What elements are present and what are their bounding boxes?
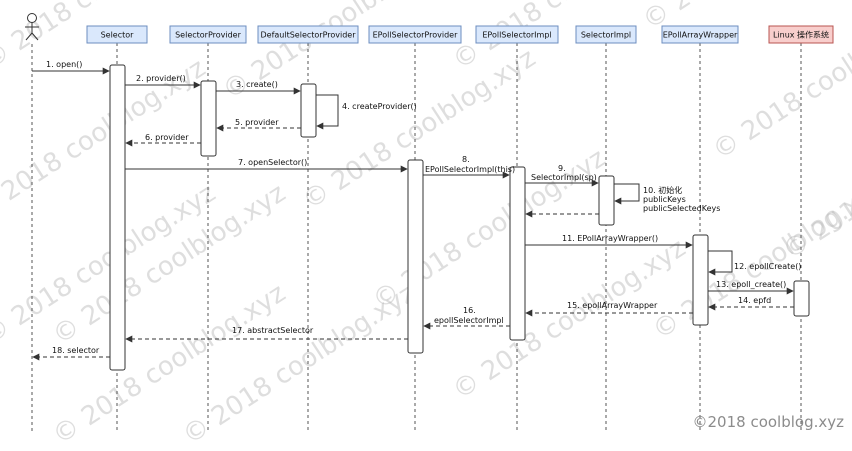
- message-label-10: 10. 初始化: [643, 185, 682, 195]
- message-arrow-4: [316, 94, 339, 130]
- message-label-10-line2: publicKeys: [643, 195, 686, 204]
- participant-selector-provider: SelectorProvider: [169, 25, 247, 44]
- participant-epoll-selector-impl: EPollSelectorImpl: [475, 25, 559, 44]
- messages: [32, 67, 794, 361]
- message-label-4: 4. createProvider(): [342, 102, 417, 111]
- participant-label: Selector: [101, 31, 135, 40]
- participant-selector: Selector: [86, 25, 148, 44]
- message-labels: 1. open() 2. provider() 3. create() 4. c…: [46, 60, 801, 355]
- participant-label: EPollSelectorImpl: [482, 31, 551, 40]
- message-label-16: 16.: [463, 306, 476, 315]
- watermark-text: © 2018 coolblog.xyz: [217, 0, 461, 106]
- message-label-7: 7. openSelector(): [238, 158, 307, 167]
- message-label-8: 8.: [462, 155, 470, 164]
- participant-label: SelectorProvider: [175, 31, 242, 40]
- activation-default-selector-provider: [300, 83, 317, 138]
- participant-selector-impl: SelectorImpl: [575, 25, 637, 44]
- message-label-11: 11. EPollArrayWrapper(): [562, 234, 658, 243]
- message-label-2: 2. provider(): [136, 74, 186, 83]
- activation-epoll-selector-provider: [407, 159, 424, 354]
- message-label-3: 3. create(): [236, 80, 278, 89]
- message-label-13: 13. epoll_create(): [716, 280, 786, 289]
- activation-epoll-selector-impl: [509, 166, 526, 341]
- activation-selector-impl: [598, 175, 615, 226]
- participant-headers: Selector SelectorProvider DefaultSelecto…: [86, 25, 834, 44]
- participant-epoll-selector-provider: EPollSelectorProvider: [368, 25, 462, 44]
- activation-linux: [793, 280, 810, 317]
- message-label-9-name: SelectorImpl(sp): [531, 173, 597, 182]
- message-arrow-10: [614, 183, 640, 205]
- message-label-17: 17. abstractSelector: [232, 326, 314, 335]
- message-label-15: 15. epollArrayWrapper: [567, 301, 658, 310]
- message-label-8-name: EPollSelectorImpl(this): [425, 165, 515, 174]
- activations: [109, 64, 810, 371]
- activation-selector-provider: [200, 80, 217, 157]
- activation-selector: [109, 64, 126, 371]
- footer-watermark: ©2018 coolblog.xyz: [692, 413, 845, 431]
- participant-epoll-array-wrapper: EPollArrayWrapper: [661, 25, 739, 44]
- participant-label: Linux 操作系统: [773, 30, 829, 40]
- participant-linux: Linux 操作系统: [768, 25, 834, 44]
- message-label-16-name: epollSelectorImpl: [434, 316, 504, 325]
- message-label-12: 12. epollCreate(): [734, 262, 801, 271]
- message-label-14: 14. epfd: [738, 296, 771, 305]
- participant-default-selector-provider: DefaultSelectorProvider: [257, 25, 359, 44]
- actor-figure: [25, 13, 39, 41]
- message-arrow-12: [708, 250, 733, 276]
- message-label-18: 18. selector: [52, 346, 100, 355]
- watermark-text: © 2018 coolblog.xyz: [707, 0, 852, 166]
- message-label-6: 6. provider: [145, 133, 189, 142]
- message-label-9: 9.: [558, 164, 566, 173]
- message-label-5: 5. provider: [235, 118, 279, 127]
- message-label-1: 1. open(): [46, 60, 82, 69]
- participant-label: EPollArrayWrapper: [663, 31, 738, 40]
- watermark-text: © 2018 coolblog.xyz: [177, 278, 421, 451]
- message-label-10-line3: publicSelectedKeys: [643, 204, 720, 213]
- participant-label: SelectorImpl: [581, 31, 631, 40]
- participant-label: EPollSelectorProvider: [373, 31, 458, 40]
- participant-label: DefaultSelectorProvider: [260, 31, 356, 40]
- activation-epoll-array-wrapper: [692, 234, 709, 326]
